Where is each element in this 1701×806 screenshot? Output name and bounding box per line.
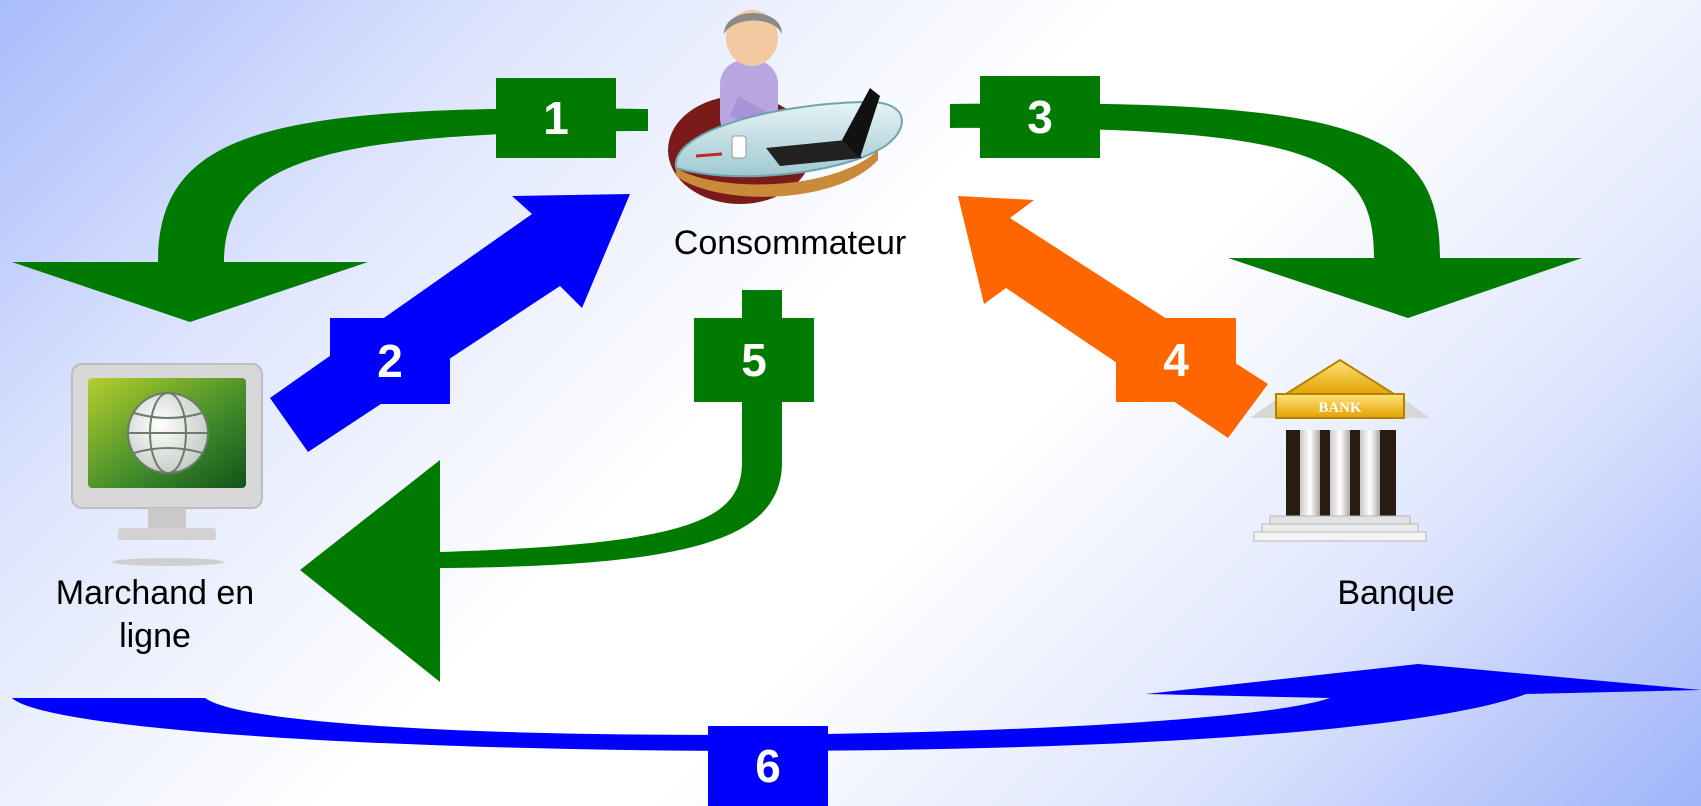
step-3-number: 3 — [1027, 91, 1053, 143]
step-3-badge: 3 — [980, 76, 1100, 158]
step-4-number: 4 — [1163, 334, 1189, 386]
arrow-step-2 — [270, 194, 630, 452]
step-5-number: 5 — [741, 334, 767, 386]
consumer-label: Consommateur — [673, 224, 907, 262]
arrow-step-6 — [12, 664, 1701, 751]
monitor-globe-icon — [71, 363, 263, 566]
bank-sign: BANK — [1318, 400, 1362, 416]
person-at-laptop-icon — [668, 10, 903, 204]
arrow-step-3 — [950, 103, 1582, 318]
step-2-badge: 2 — [330, 318, 450, 404]
step-5-badge: 5 — [694, 318, 814, 402]
arrow-step-1 — [12, 108, 648, 322]
step-1-badge: 1 — [496, 78, 616, 158]
step-1-number: 1 — [543, 92, 569, 144]
step-4-badge: 4 — [1116, 318, 1236, 402]
bank-building-icon: BANK — [1250, 358, 1430, 542]
step-6-number: 6 — [755, 740, 781, 792]
arrow-step-5 — [300, 290, 782, 682]
step-6-badge: 6 — [708, 726, 828, 806]
step-2-number: 2 — [377, 335, 403, 387]
merchant-label: Marchand en ligne — [55, 574, 255, 655]
bank-label: Banque — [1337, 574, 1455, 612]
